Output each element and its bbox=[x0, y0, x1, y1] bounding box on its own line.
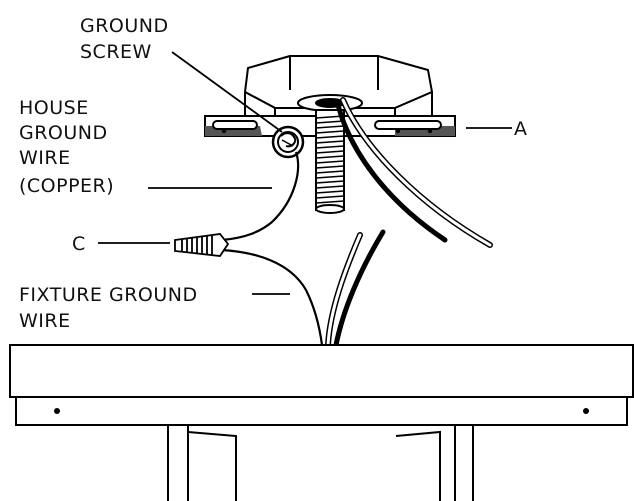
wire-connector bbox=[174, 233, 230, 257]
leader-lines bbox=[98, 51, 512, 295]
label-house-ground-line4: (COPPER) bbox=[19, 175, 114, 197]
label-fixture-ground-line2: WIRE bbox=[19, 310, 71, 332]
label-fixture-ground-line1: FIXTURE GROUND bbox=[19, 284, 198, 306]
house-supply-wires bbox=[335, 97, 493, 248]
label-callout-c: C bbox=[72, 233, 86, 255]
callout-labels: GROUND SCREW HOUSE GROUND WIRE (COPPER) … bbox=[19, 15, 528, 332]
label-ground-screw-line1: GROUND bbox=[80, 15, 169, 37]
label-ground-screw-line2: SCREW bbox=[80, 41, 152, 63]
label-house-ground-line3: WIRE bbox=[19, 147, 71, 169]
label-house-ground-line1: HOUSE bbox=[19, 97, 89, 119]
fixture-legs bbox=[167, 425, 474, 501]
threaded-nipple bbox=[315, 109, 345, 214]
label-callout-a: A bbox=[514, 118, 528, 140]
ground-screw bbox=[271, 125, 305, 159]
fixture-supply-wires bbox=[325, 229, 386, 348]
house-ground-wire bbox=[221, 151, 300, 242]
label-house-ground-line2: GROUND bbox=[19, 122, 108, 144]
fixture-ground-wire bbox=[221, 248, 324, 346]
fixture-pan bbox=[9, 344, 634, 426]
